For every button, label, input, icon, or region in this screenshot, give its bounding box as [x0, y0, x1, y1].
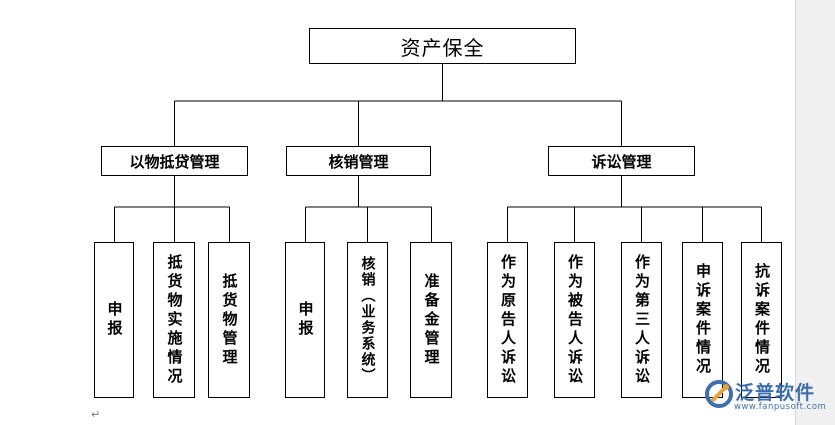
- leaf-label: 抵货物实施情况: [165, 253, 184, 387]
- leaf-label: 核销（业务系统）: [359, 256, 376, 384]
- leaf-label: 申报: [105, 301, 124, 339]
- leaf-node: 核销（业务系统）: [347, 242, 388, 398]
- leaf-node: 申报: [285, 242, 325, 398]
- leaf-label: 作为被告人诉讼: [566, 253, 584, 387]
- leaf-label: 作为第三人诉讼: [633, 253, 651, 387]
- leaf-label: 抵货物管理: [220, 272, 239, 368]
- logo-url: www.fanpusoft.com: [734, 402, 827, 412]
- leaf-node: 作为原告人诉讼: [487, 242, 528, 398]
- logo-name: 泛普软件: [735, 382, 816, 404]
- leaf-node: 准备金管理: [410, 242, 452, 398]
- branch-label: 以物抵贷管理: [129, 152, 220, 171]
- leaf-label: 作为原告人诉讼: [499, 253, 517, 387]
- root-node-label: 资产保全: [400, 35, 485, 60]
- leaf-node: 作为第三人诉讼: [621, 242, 662, 398]
- leaf-node: 抗诉案件情况: [741, 242, 782, 398]
- leaf-label: 申诉案件情况: [694, 263, 712, 377]
- logo-icon: [705, 380, 733, 408]
- document-side-panel: [795, 0, 835, 425]
- leaf-node: 抵货物管理: [208, 242, 250, 398]
- leaf-label: 申报: [296, 301, 315, 339]
- branch-label: 诉讼管理: [591, 152, 652, 171]
- branch-node-litigation: 诉讼管理: [548, 146, 695, 176]
- branch-node-collateral: 以物抵贷管理: [101, 146, 248, 176]
- leaf-label: 准备金管理: [422, 272, 441, 368]
- paragraph-mark: ↵: [91, 408, 101, 421]
- leaf-node: 抵货物实施情况: [153, 242, 195, 398]
- branch-node-writeoff: 核销管理: [286, 146, 431, 176]
- branch-label: 核销管理: [328, 152, 389, 171]
- watermark-logo: 泛普软件 www.fanpusoft.com: [704, 378, 830, 414]
- root-node: 资产保全: [309, 28, 576, 64]
- leaf-node: 申报: [94, 242, 134, 398]
- leaf-node: 申诉案件情况: [682, 242, 723, 398]
- leaf-label: 抗诉案件情况: [753, 263, 771, 377]
- leaf-node: 作为被告人诉讼: [554, 242, 595, 398]
